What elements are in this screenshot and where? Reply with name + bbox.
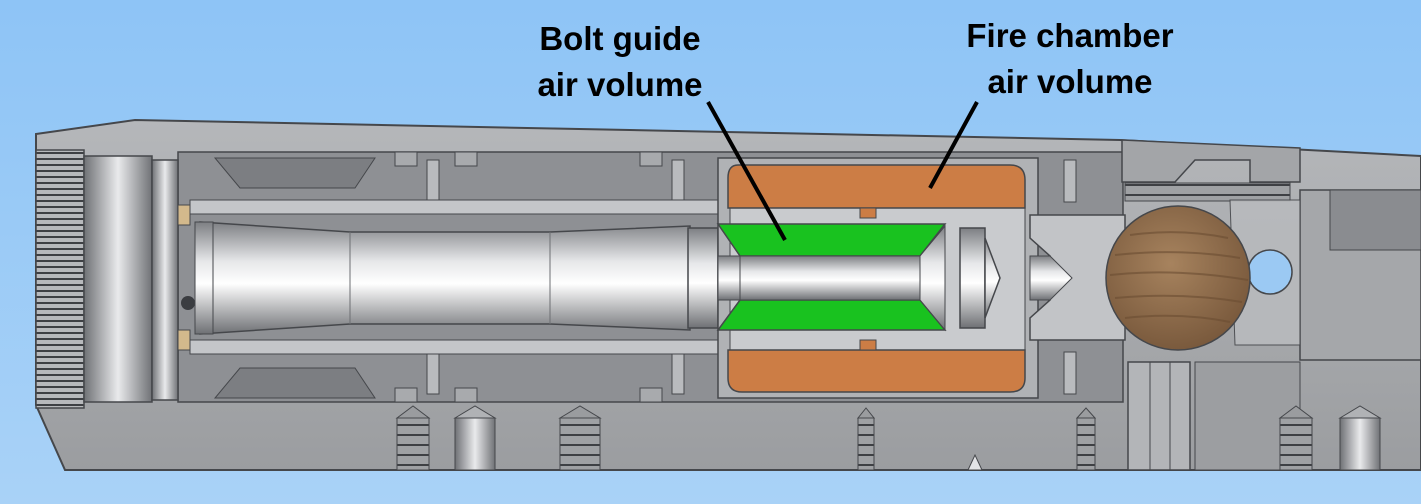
front-cap [35, 149, 195, 409]
fire-chamber-label-line1: Fire chamber [966, 17, 1174, 54]
striker [959, 214, 1126, 341]
screws [395, 405, 1382, 471]
fire-chamber-air-volume [727, 164, 1026, 393]
bolt-guide-tube [189, 199, 731, 355]
bolt-guide-label: Bolt guide air volume [500, 16, 740, 108]
bolt-guide-label-line2: air volume [537, 66, 703, 103]
fire-chamber-leader-line [928, 101, 979, 189]
bolt-guide-air-volume [716, 223, 947, 332]
fire-chamber-label: Fire chamber air volume [940, 13, 1200, 105]
bolt-guide-leader-line [706, 101, 787, 241]
bolt [194, 221, 719, 335]
bolt-guide-label-line1: Bolt guide [539, 20, 701, 57]
wooden-ball [1105, 205, 1251, 351]
fire-chamber-label-line2: air volume [987, 63, 1153, 100]
